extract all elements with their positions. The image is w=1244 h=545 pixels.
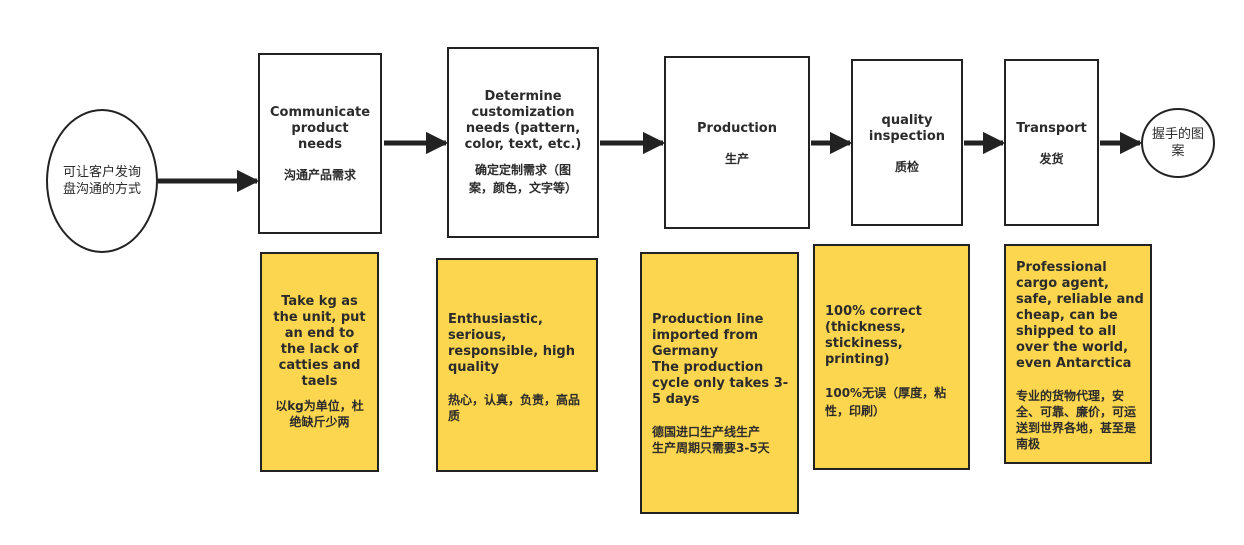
note-quality-en: 100% correct (thickness, stickiness, pri… (825, 304, 922, 367)
note-transport: Professional cargo agent, safe, reliable… (1004, 244, 1152, 464)
note-production-en1: Production line imported from Germany (652, 312, 764, 359)
step-communicate: Communicate product needs 沟通产品需求 (258, 53, 382, 234)
note-communicate-en: Take kg as the unit, put an end to the l… (273, 294, 366, 389)
note-transport-zh: 专业的货物代理，安全、可靠、廉价，可运送到世界各地，甚至是南极 (1016, 389, 1137, 451)
step-production: Production 生产 (664, 56, 810, 229)
note-production: Production line imported from Germany Th… (640, 252, 799, 514)
note-determine-zh: 热心，认真，负责，高品质 (448, 393, 581, 423)
note-communicate-zh: 以kg为单位，杜绝缺斤少两 (275, 399, 364, 429)
end-node: 握手的图案 (1141, 108, 1215, 178)
note-production-zh2: 生产周期只需要3-5天 (652, 441, 770, 455)
start-node: 可让客户发询盘沟通的方式 (46, 109, 158, 253)
step-transport: Transport 发货 (1004, 59, 1099, 226)
step-transport-zh: 发货 (1039, 152, 1064, 166)
step-production-zh: 生产 (724, 152, 749, 166)
step-communicate-zh: 沟通产品需求 (283, 167, 356, 182)
note-quality: 100% correct (thickness, stickiness, pri… (813, 244, 970, 470)
step-production-en: Production (697, 121, 777, 136)
step-determine: Determine customization needs (pattern, … (447, 47, 599, 238)
note-production-zh1: 德国进口生产线生产 (652, 425, 761, 439)
step-determine-en: Determine customization needs (pattern, … (464, 89, 582, 152)
step-transport-en: Transport (1016, 121, 1087, 136)
step-quality-zh: 质检 (894, 160, 919, 174)
step-quality: quality inspection 质检 (851, 59, 963, 226)
end-node-text: 握手的图案 (1152, 127, 1205, 159)
start-node-text: 可让客户发询盘沟通的方式 (62, 165, 141, 197)
note-quality-zh: 100%无误（厚度，粘性，印刷） (825, 386, 947, 418)
step-quality-en: quality inspection (868, 113, 946, 144)
note-determine: Enthusiastic, serious, responsible, high… (436, 258, 598, 472)
note-communicate: Take kg as the unit, put an end to the l… (260, 252, 379, 472)
step-communicate-en: Communicate product needs (270, 104, 371, 152)
step-determine-zh: 确定定制需求（图案，颜色，文字等） (468, 163, 577, 195)
note-production-en2: The production cycle only takes 3-5 days (652, 360, 789, 407)
note-transport-en: Professional cargo agent, safe, reliable… (1016, 260, 1144, 371)
note-determine-en: Enthusiastic, serious, responsible, high… (448, 312, 575, 375)
